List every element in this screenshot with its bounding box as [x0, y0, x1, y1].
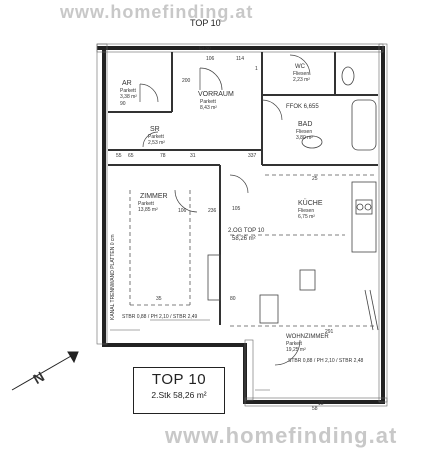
watermark-top: www.homefinding.at: [60, 2, 254, 22]
room-kueche-area: 6,75 m²: [298, 214, 315, 220]
room-zimmer-floor: Parkett: [138, 201, 154, 207]
dimension-label: 25: [312, 176, 318, 182]
apartment-title: TOP 10: [151, 371, 207, 388]
dimension-label: 114: [236, 56, 244, 62]
room-ar-name: AR: [122, 80, 132, 87]
dimension-label: 55: [116, 153, 122, 159]
bottom-right-dims: STBR 0,88 / PH 2,10 / STBR 2,48: [288, 358, 364, 364]
room-wohnzimmer-name: WOHNZIMMER: [286, 334, 329, 340]
dimension-label: 31: [190, 153, 196, 159]
room-ar-floor: Parkett: [120, 88, 136, 94]
dimension-label: 1: [255, 66, 258, 72]
dimension-label: 291: [325, 329, 334, 335]
room-wohnzimmer-floor: Parkett: [286, 341, 302, 347]
room-sr-floor: Parkett: [148, 134, 164, 140]
room-wohnzimmer-area: 19,25 m²: [286, 347, 306, 353]
interior-walls: [108, 52, 378, 325]
dimension-label: 35: [156, 296, 162, 302]
room-labels: AR Parkett 3,38 m² VORRAUM Parkett 8,43 …: [120, 64, 329, 353]
room-ar-area: 3,38 m²: [120, 94, 137, 100]
door-rating: EI 30: [199, 46, 211, 52]
window-marks: [110, 319, 270, 391]
dimension-label: 65: [128, 153, 134, 159]
kitchen-counter: [351, 181, 377, 253]
room-bad-floor: Fliesen: [296, 129, 312, 135]
center-title: 2.OG TOP 10: [228, 228, 265, 234]
top-label: TOP 10: [190, 18, 221, 28]
dimension-label: 106: [206, 56, 215, 62]
table: [259, 294, 279, 324]
bottom-left-dims: STBR 0,88 / PH 2,10 / STBR 2,49: [122, 314, 198, 320]
north-arrow-icon: N: [11, 351, 79, 391]
apartment-title-box: TOP 10 2.Stk 58,26 m²: [133, 367, 225, 414]
room-kueche-floor: Fliesen: [298, 208, 314, 214]
room-wc-floor: Fliesen: [293, 71, 309, 77]
dimension-label: 236: [208, 208, 217, 214]
ffok-label: FFOK 6,655: [286, 104, 319, 110]
room-sr-area: 2,53 m²: [148, 140, 165, 146]
dimension-label: 106: [178, 208, 187, 214]
dimension-label: 90: [120, 101, 126, 107]
room-kueche-name: KÜCHE: [298, 199, 323, 207]
room-vorraum-area: 8,43 m²: [200, 105, 217, 111]
dimension-label: 80: [230, 296, 236, 302]
dashed-lines: [129, 174, 376, 327]
room-wc-area: 2,23 m²: [293, 77, 310, 83]
dimension-label: 105: [232, 206, 241, 212]
room-zimmer-area: 13,85 m²: [138, 207, 158, 213]
toilet: [341, 66, 355, 86]
apartment-summary: 2.Stk 58,26 m²: [151, 390, 207, 400]
wall-hatching: [96, 43, 388, 407]
watermark-bottom: www.homefinding.at: [165, 423, 398, 448]
dimension-label: 58: [312, 406, 318, 412]
fixtures: [207, 66, 379, 331]
room-bad-name: BAD: [298, 121, 312, 128]
center-area: 58,26 m²: [232, 236, 256, 242]
dimension-label: 15: [318, 401, 324, 407]
dimension-label: 200: [182, 78, 191, 84]
room-wc-name: WC: [295, 64, 306, 70]
side-note: KANAL TRENNWAND PLATTEN 0 cm: [110, 234, 116, 320]
dimension-labels: 106 114 1 200 90 55 65 78 31 337 291 35 80 25 15 105 106…: [116, 56, 334, 412]
room-vorraum-name: VORRAUM: [198, 91, 234, 98]
room-vorraum-floor: Parkett: [200, 99, 216, 105]
dimension-label: 337: [248, 153, 257, 159]
room-zimmer-name: ZIMMER: [140, 193, 168, 200]
door-swings: [139, 54, 311, 366]
dimension-label: 78: [160, 153, 166, 159]
bathtub: [351, 99, 377, 151]
room-sr-name: SR: [150, 126, 160, 133]
room-bad-area: 3,80 m²: [296, 135, 313, 141]
sink: [301, 135, 323, 149]
